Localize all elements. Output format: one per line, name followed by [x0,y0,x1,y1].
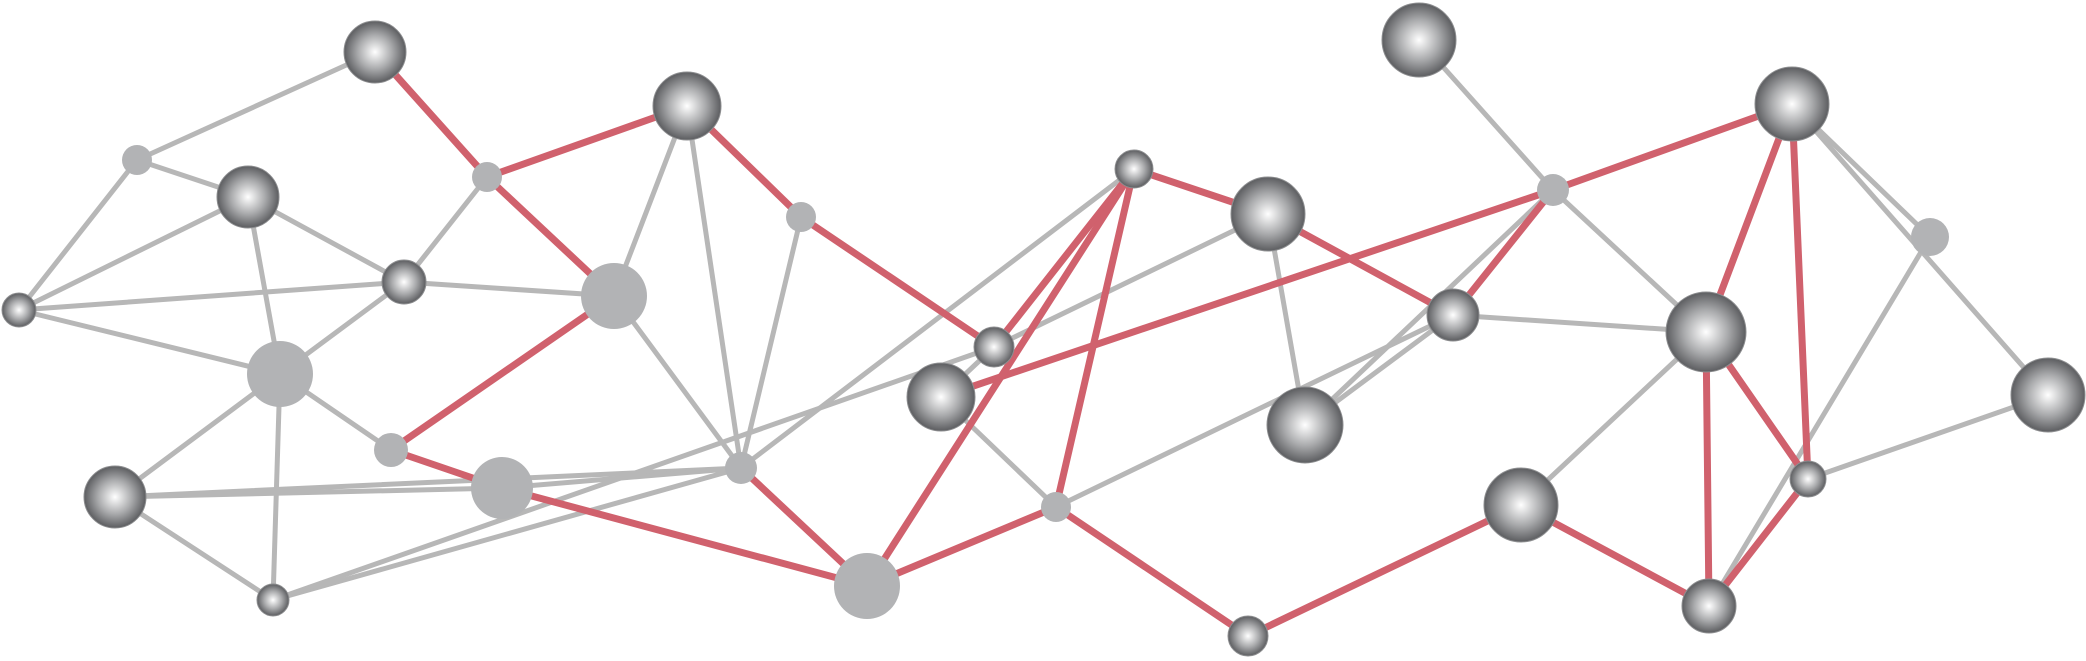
node-flat [1537,174,1569,206]
node-flat [374,433,408,467]
node-sphere [1681,578,1737,634]
edge [738,214,804,471]
edge [738,166,1137,471]
edge [16,194,251,313]
edge [16,307,283,377]
highlighted-edge [1549,100,1796,194]
node-sphere [1230,176,1306,252]
node-sphere [1483,467,1559,543]
node-sphere [906,362,976,432]
highlighted-edge [1702,328,1713,610]
node-sphere [973,326,1015,368]
highlighted-edge [990,165,1138,351]
node-sphere [652,71,722,141]
highlighted-edge [863,503,1060,590]
node-flat [581,263,647,329]
edge [112,371,283,500]
node-flat [472,162,502,192]
edge [16,157,140,313]
node-sphere [1789,460,1827,498]
node-sphere [1381,2,1457,78]
edge [270,344,997,603]
node-sphere [1426,288,1480,342]
node-flat [122,145,152,175]
edge [611,293,744,471]
node-sphere [256,583,290,617]
highlighted-edge [1788,100,1812,483]
highlighted-edge [797,213,998,351]
edge [134,49,378,163]
edge [16,279,407,313]
node-sphere [2010,357,2086,433]
highlighted-edge [498,484,871,590]
node-sphere [1114,149,1154,189]
node-sphere [1227,615,1269,657]
highlighted-edge [863,165,1138,590]
edge [991,211,1271,350]
edge [270,371,283,603]
node-sphere [1754,66,1830,142]
highlighted-edge [387,292,618,454]
edge [684,103,744,471]
highlighted-edge [1052,165,1138,511]
node-flat [786,202,816,232]
edge [1805,392,2051,482]
highlighted-edge [1052,503,1252,640]
node-flat [834,553,900,619]
edge [1706,234,1933,609]
node-sphere [1266,386,1344,464]
edge [1450,312,1709,335]
node-sphere [1665,291,1747,373]
highlighted-edge [483,102,691,181]
edge [270,465,744,603]
node-flat [1041,492,1071,522]
edge [401,279,617,299]
highlighted-edge [1244,501,1525,640]
node-flat [471,457,533,519]
node-sphere [1,292,37,328]
node-flat [725,452,757,484]
edge [499,465,744,491]
node-sphere [216,165,280,229]
node-sphere [343,20,407,84]
highlighted-edge [937,186,1557,401]
node-sphere [381,259,427,305]
highlighted-edge [1449,186,1557,319]
node-sphere [83,465,147,529]
edge [1518,329,1709,508]
node-flat [1911,218,1949,256]
highlighted-edge [1702,100,1796,336]
node-flat [247,341,313,407]
